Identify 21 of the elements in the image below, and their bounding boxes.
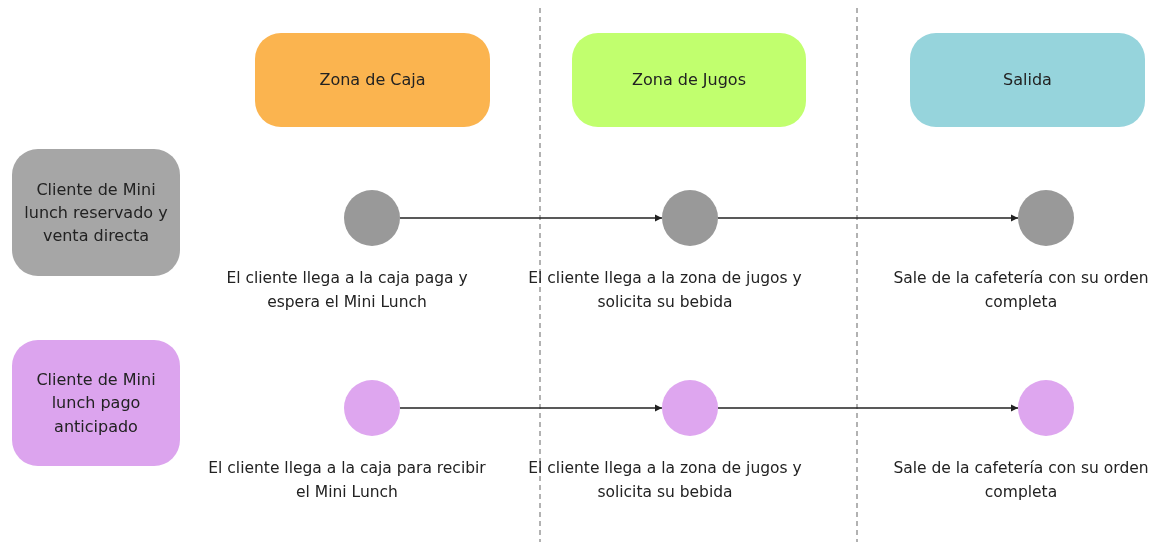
customer-type-box: Cliente de Mini lunch reservado y venta directa <box>12 149 180 276</box>
arrow <box>399 214 663 222</box>
step-circle <box>1018 380 1074 436</box>
zone-header: Zona de Jugos <box>572 33 806 127</box>
step-circle <box>344 190 400 246</box>
step-circle <box>662 190 718 246</box>
step-description: El cliente llega a la caja paga y espera el Mini Lunch <box>225 268 469 313</box>
step-description: Sale de la cafetería con su orden completa <box>892 458 1150 503</box>
arrow <box>399 404 663 412</box>
step-description: El cliente llega a la zona de jugos y solicita su bebida <box>527 458 803 503</box>
customer-type-box: Cliente de Mini lunch pago anticipado <box>12 340 180 466</box>
step-circle <box>344 380 400 436</box>
zone-header: Salida <box>910 33 1145 127</box>
step-description: El cliente llega a la caja para recibir el Mini Lunch <box>207 458 487 503</box>
arrow <box>717 214 1019 222</box>
step-circle <box>662 380 718 436</box>
arrow <box>717 404 1019 412</box>
zone-header: Zona de Caja <box>255 33 490 127</box>
step-description: Sale de la cafetería con su orden completa <box>892 268 1150 313</box>
step-description: El cliente llega a la zona de jugos y solicita su bebida <box>527 268 803 313</box>
step-circle <box>1018 190 1074 246</box>
